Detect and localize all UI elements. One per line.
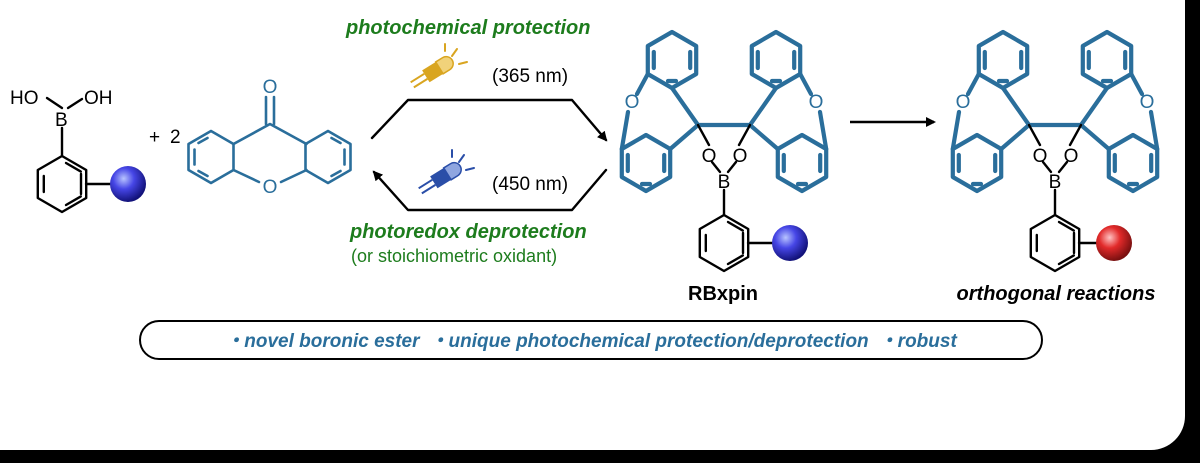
plus-sign: +: [149, 127, 160, 148]
reverse-wavelength: (450 nm): [492, 174, 568, 195]
reaction-scheme: HO OH B + 2 O O photochemical protection…: [10, 17, 1160, 360]
product-ester-oxygen-right: O: [1064, 146, 1079, 167]
carbonyl-oxygen: O: [263, 77, 278, 98]
feature-bullet: ・: [879, 331, 898, 352]
led-uv-icon: [410, 43, 468, 89]
features-banner: [139, 320, 1043, 360]
scheme-panel: HO OH B + 2 O O photochemical protection…: [0, 0, 1185, 450]
rbxpin-label: RBxpin: [688, 283, 758, 305]
feature-bullet: ・: [430, 331, 449, 352]
boron-atom: B: [55, 110, 68, 131]
rbxpin-oxygen-left: O: [625, 92, 640, 113]
forward-wavelength: (365 nm): [492, 66, 568, 87]
product-oxygen-right: O: [1140, 92, 1155, 113]
rbxpin-structure: O O O O B: [619, 32, 829, 273]
oxidant-note: (or stoichiometric oxidant): [351, 246, 557, 266]
feature-novel-ester: novel boronic ester: [244, 331, 421, 352]
product-boron: B: [1049, 172, 1062, 193]
substituent-sphere-blue: [110, 166, 146, 202]
orthogonal-reactions-label: orthogonal reactions: [957, 283, 1156, 305]
rbxpin-ester-oxygen-right: O: [733, 146, 748, 167]
led-blue-icon: [418, 149, 475, 195]
feature-protection: unique photochemical protection/deprotec…: [449, 331, 869, 352]
product-structure: O O O O B: [950, 32, 1160, 273]
protection-arrow: [370, 98, 608, 142]
hydroxyl-left: HO: [10, 88, 39, 109]
product-ester-oxygen-left: O: [1033, 146, 1048, 167]
rbxpin-oxygen-right: O: [809, 92, 824, 113]
photochemical-protection-label: photochemical protection: [345, 17, 590, 39]
boronic-acid-structure: HO OH B: [10, 88, 146, 214]
rbxpin-ester-oxygen-left: O: [702, 146, 717, 167]
substituent-sphere-red: [1096, 225, 1132, 261]
stoichiometric-coefficient: 2: [170, 127, 181, 148]
product-oxygen-left: O: [956, 92, 971, 113]
photoredox-deprotection-label: photoredox deprotection: [349, 221, 587, 243]
substituent-sphere-blue: [772, 225, 808, 261]
hydroxyl-right: OH: [84, 88, 113, 109]
xanthone-structure: O O: [187, 77, 352, 198]
feature-bullet: ・: [225, 331, 244, 352]
rbxpin-boron: B: [718, 172, 731, 193]
ring-oxygen: O: [263, 177, 278, 198]
feature-robust: robust: [898, 331, 958, 352]
features-line: ・novel boronic ester・unique photochemica…: [225, 331, 957, 352]
deprotection-arrow: [372, 168, 608, 212]
